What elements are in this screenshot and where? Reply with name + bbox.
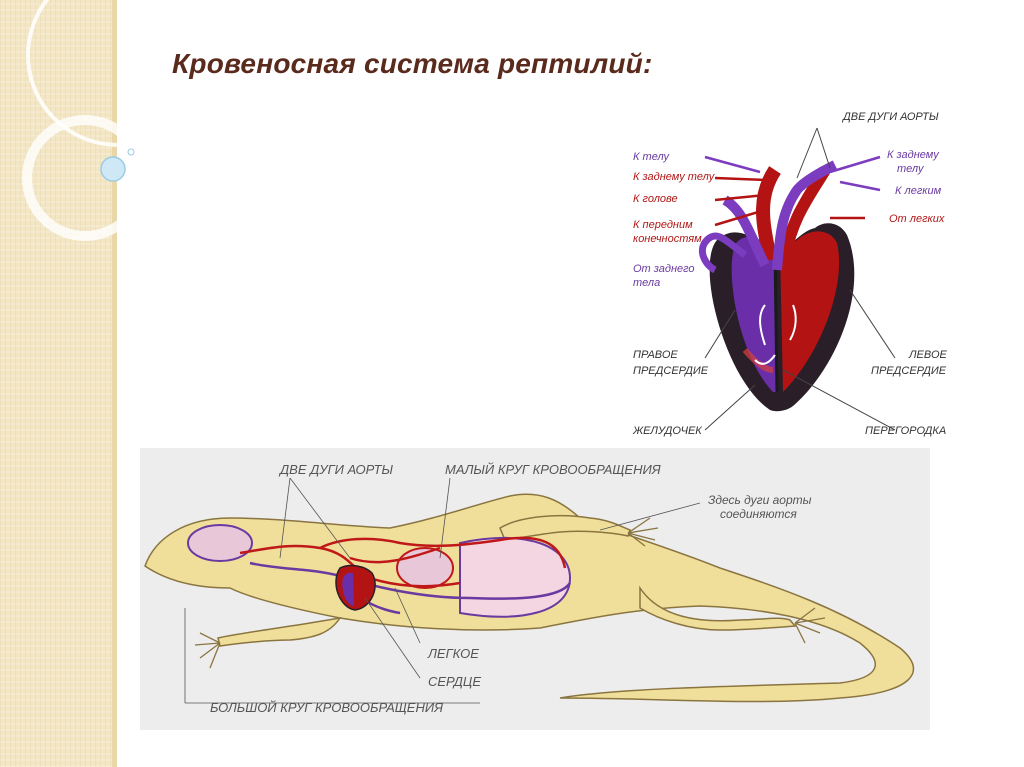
side-band-edge xyxy=(112,0,117,767)
lizard-arteries xyxy=(239,536,567,588)
lizard-label-heart: СЕРДЦЕ xyxy=(428,674,481,689)
lizard-label-systemic-circle: БОЛЬШОЙ КРУГ КРОВООБРАЩЕНИЯ xyxy=(210,699,443,715)
heart-label-right-atrium-1: ПРАВОЕ xyxy=(633,349,678,361)
heart-label-to-head: К голове xyxy=(633,193,678,205)
slide-title: Кровеносная система рептилий: xyxy=(172,48,653,79)
heart-label-from-lungs: От легких xyxy=(889,213,945,225)
heart-label-to-rear-right-1: К заднему xyxy=(887,149,940,161)
lizard-pointer-lines xyxy=(184,477,701,704)
heart-label-left-atrium-1: ЛЕВОЕ xyxy=(908,349,948,361)
heart-label-from-body-1: От заднего xyxy=(633,263,695,275)
lizard-label-lung: ЛЕГКОЕ xyxy=(427,646,479,661)
heart-flow-arrows xyxy=(754,304,797,365)
heart-label-two-arches: ДВЕ ДУГИ АОРТЫ xyxy=(841,111,939,123)
heart-label-left-atrium-2: ПРЕДСЕРДИЕ xyxy=(871,365,947,377)
heart-label-right-atrium-2: ПРЕДСЕРДИЕ xyxy=(633,365,709,377)
heart-label-ventricle: ЖЕЛУДОЧЕК xyxy=(632,425,702,437)
heart-label-to-rear-right-2: телу xyxy=(897,163,925,175)
heart-label-septum: ПЕРЕГОРОДКА xyxy=(865,425,946,437)
heart-pointer-lines xyxy=(704,127,896,431)
lizard-circulation-diagram: ДВЕ ДУГИ АОРТЫ МАЛЫЙ КРУГ КРОВООБРАЩЕНИЯ… xyxy=(144,461,915,715)
lizard-toes xyxy=(194,517,826,669)
decorative-circles xyxy=(22,0,160,241)
heart-label-from-body-2: тела xyxy=(633,277,660,289)
heart-label-to-body: К телу xyxy=(633,151,671,163)
heart-label-to-lungs: К легким xyxy=(895,185,942,197)
heart-label-to-rear-body: К заднему телу xyxy=(633,171,716,183)
lizard-label-arches-join-2: соединяются xyxy=(720,507,797,521)
heart-label-to-forelimbs-1: К передним xyxy=(633,219,693,231)
lizard-label-two-arches: ДВЕ ДУГИ АОРТЫ xyxy=(278,462,393,477)
great-vessels xyxy=(699,160,838,274)
heart-diagram: ДВЕ ДУГИ АОРТЫ К телу К заднему телу К г… xyxy=(632,111,948,437)
heart-label-to-forelimbs-2: конечностям xyxy=(633,233,702,245)
lizard-label-arches-join-1: Здесь дуги аорты xyxy=(708,493,812,507)
lizard-label-pulmonary-circle: МАЛЫЙ КРУГ КРОВООБРАЩЕНИЯ xyxy=(445,461,661,477)
heart-shape xyxy=(709,223,855,412)
heart-label-arrows xyxy=(704,155,881,227)
